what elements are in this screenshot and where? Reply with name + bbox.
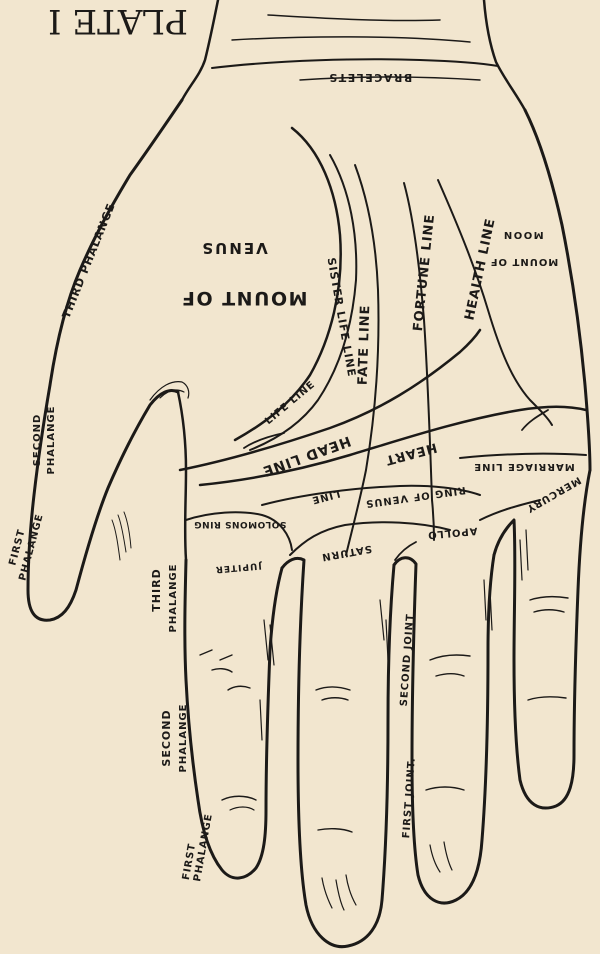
health-line-label: HEALTH LINE [462,217,498,322]
second-phalange-finger-label-1: SECOND [160,709,173,766]
plate-title: PLATE I [48,1,188,41]
labels: BRACELETS MOUNT OF VENUS MOUNT OF MOON T… [7,71,582,882]
third-phalange-finger-label-2: PHALANGE [168,564,179,633]
marriage-line-label: MARRIAGE LINE [473,461,574,472]
solomons-ring [186,512,292,550]
saturn-label: SATURN [320,543,372,563]
fate-line-label: FATE LINE [356,304,374,385]
bracelets-label: BRACELETS [328,71,412,84]
mercury-label: MERCURY [524,474,583,514]
wrist [182,0,525,110]
sister-life-line-label: SISTER LIFE LINE [325,257,359,378]
third-phalange-finger-label-1: THIRD [150,568,163,611]
life-line [235,128,341,440]
hand-outline [28,100,590,947]
mount-of-venus-label-1: MOUNT OF [180,287,307,309]
second-phalange-thumb-label-1: SECOND [32,414,43,467]
jupiter-label: JUPITER [214,560,263,574]
second-phalange-thumb-label-2: PHALANGE [46,406,57,475]
mount-of-moon-label-1: MOUNT OF [490,256,559,267]
bracelet-line [212,59,498,68]
marriage-line [460,454,586,458]
solomons-ring-label: SOLOMONS RING [194,519,287,529]
health-line [438,180,552,425]
mount-of-venus-label-2: VENUS [200,239,267,257]
second-phalange-finger-label-2: PHALANGE [178,704,189,773]
life-line-label: LIFE LINE [263,379,317,427]
ring-of-venus-line-label: LINE [310,487,341,505]
palm-lines [180,128,586,560]
third-phalange-thumb-label: THIRD PHALANGE [60,201,118,320]
fortune-line-label: FORTUNE LINE [411,213,438,332]
first-joint-label: FIRST JOINT. [401,757,418,839]
mount-of-moon-label-2: MOON [502,229,543,240]
